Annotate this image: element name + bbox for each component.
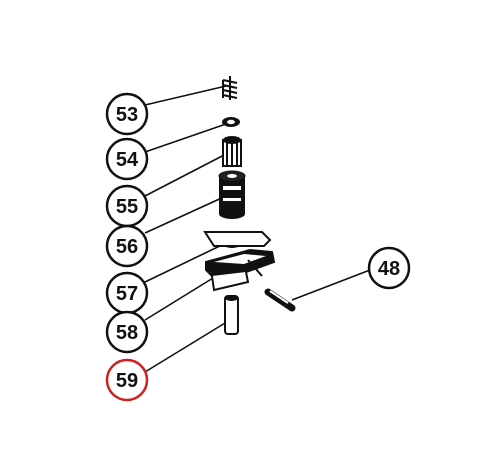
leader-line-53: [144, 85, 227, 106]
callout-53[interactable]: 53: [105, 92, 149, 136]
callout-55-label: 55: [116, 196, 138, 218]
washer-part-54: [222, 117, 240, 127]
callout-56[interactable]: 56: [105, 224, 149, 268]
callout-58-label: 58: [116, 322, 138, 344]
leader-line-48: [291, 269, 371, 301]
splined-shaft-part-55: [222, 136, 242, 167]
callout-56-label: 56: [116, 236, 138, 258]
callout-59[interactable]: 59: [105, 358, 149, 402]
leader-line-55: [144, 153, 227, 197]
callout-55[interactable]: 55: [105, 184, 149, 228]
pin-part-48: [264, 288, 296, 312]
callout-59-label: 59: [116, 370, 138, 392]
callout-57-label: 57: [116, 283, 138, 305]
callout-57[interactable]: 57: [105, 271, 149, 315]
rod-part-59: [224, 295, 239, 335]
callout-48-label: 48: [378, 258, 400, 280]
callout-54-label: 54: [116, 149, 139, 171]
leader-line-56: [144, 195, 227, 234]
callout-58[interactable]: 58: [105, 310, 149, 354]
leader-line-59: [144, 319, 231, 373]
callout-53-label: 53: [116, 104, 138, 126]
roller-part-56: [218, 170, 246, 219]
leader-line-54: [144, 123, 227, 153]
spring-part-53: [222, 76, 238, 100]
lever-bracket: [203, 231, 276, 292]
leader-lines: [144, 85, 371, 373]
callout-54[interactable]: 54: [105, 137, 149, 181]
leader-line-57: [144, 242, 227, 283]
callout-48[interactable]: 48: [367, 246, 411, 290]
